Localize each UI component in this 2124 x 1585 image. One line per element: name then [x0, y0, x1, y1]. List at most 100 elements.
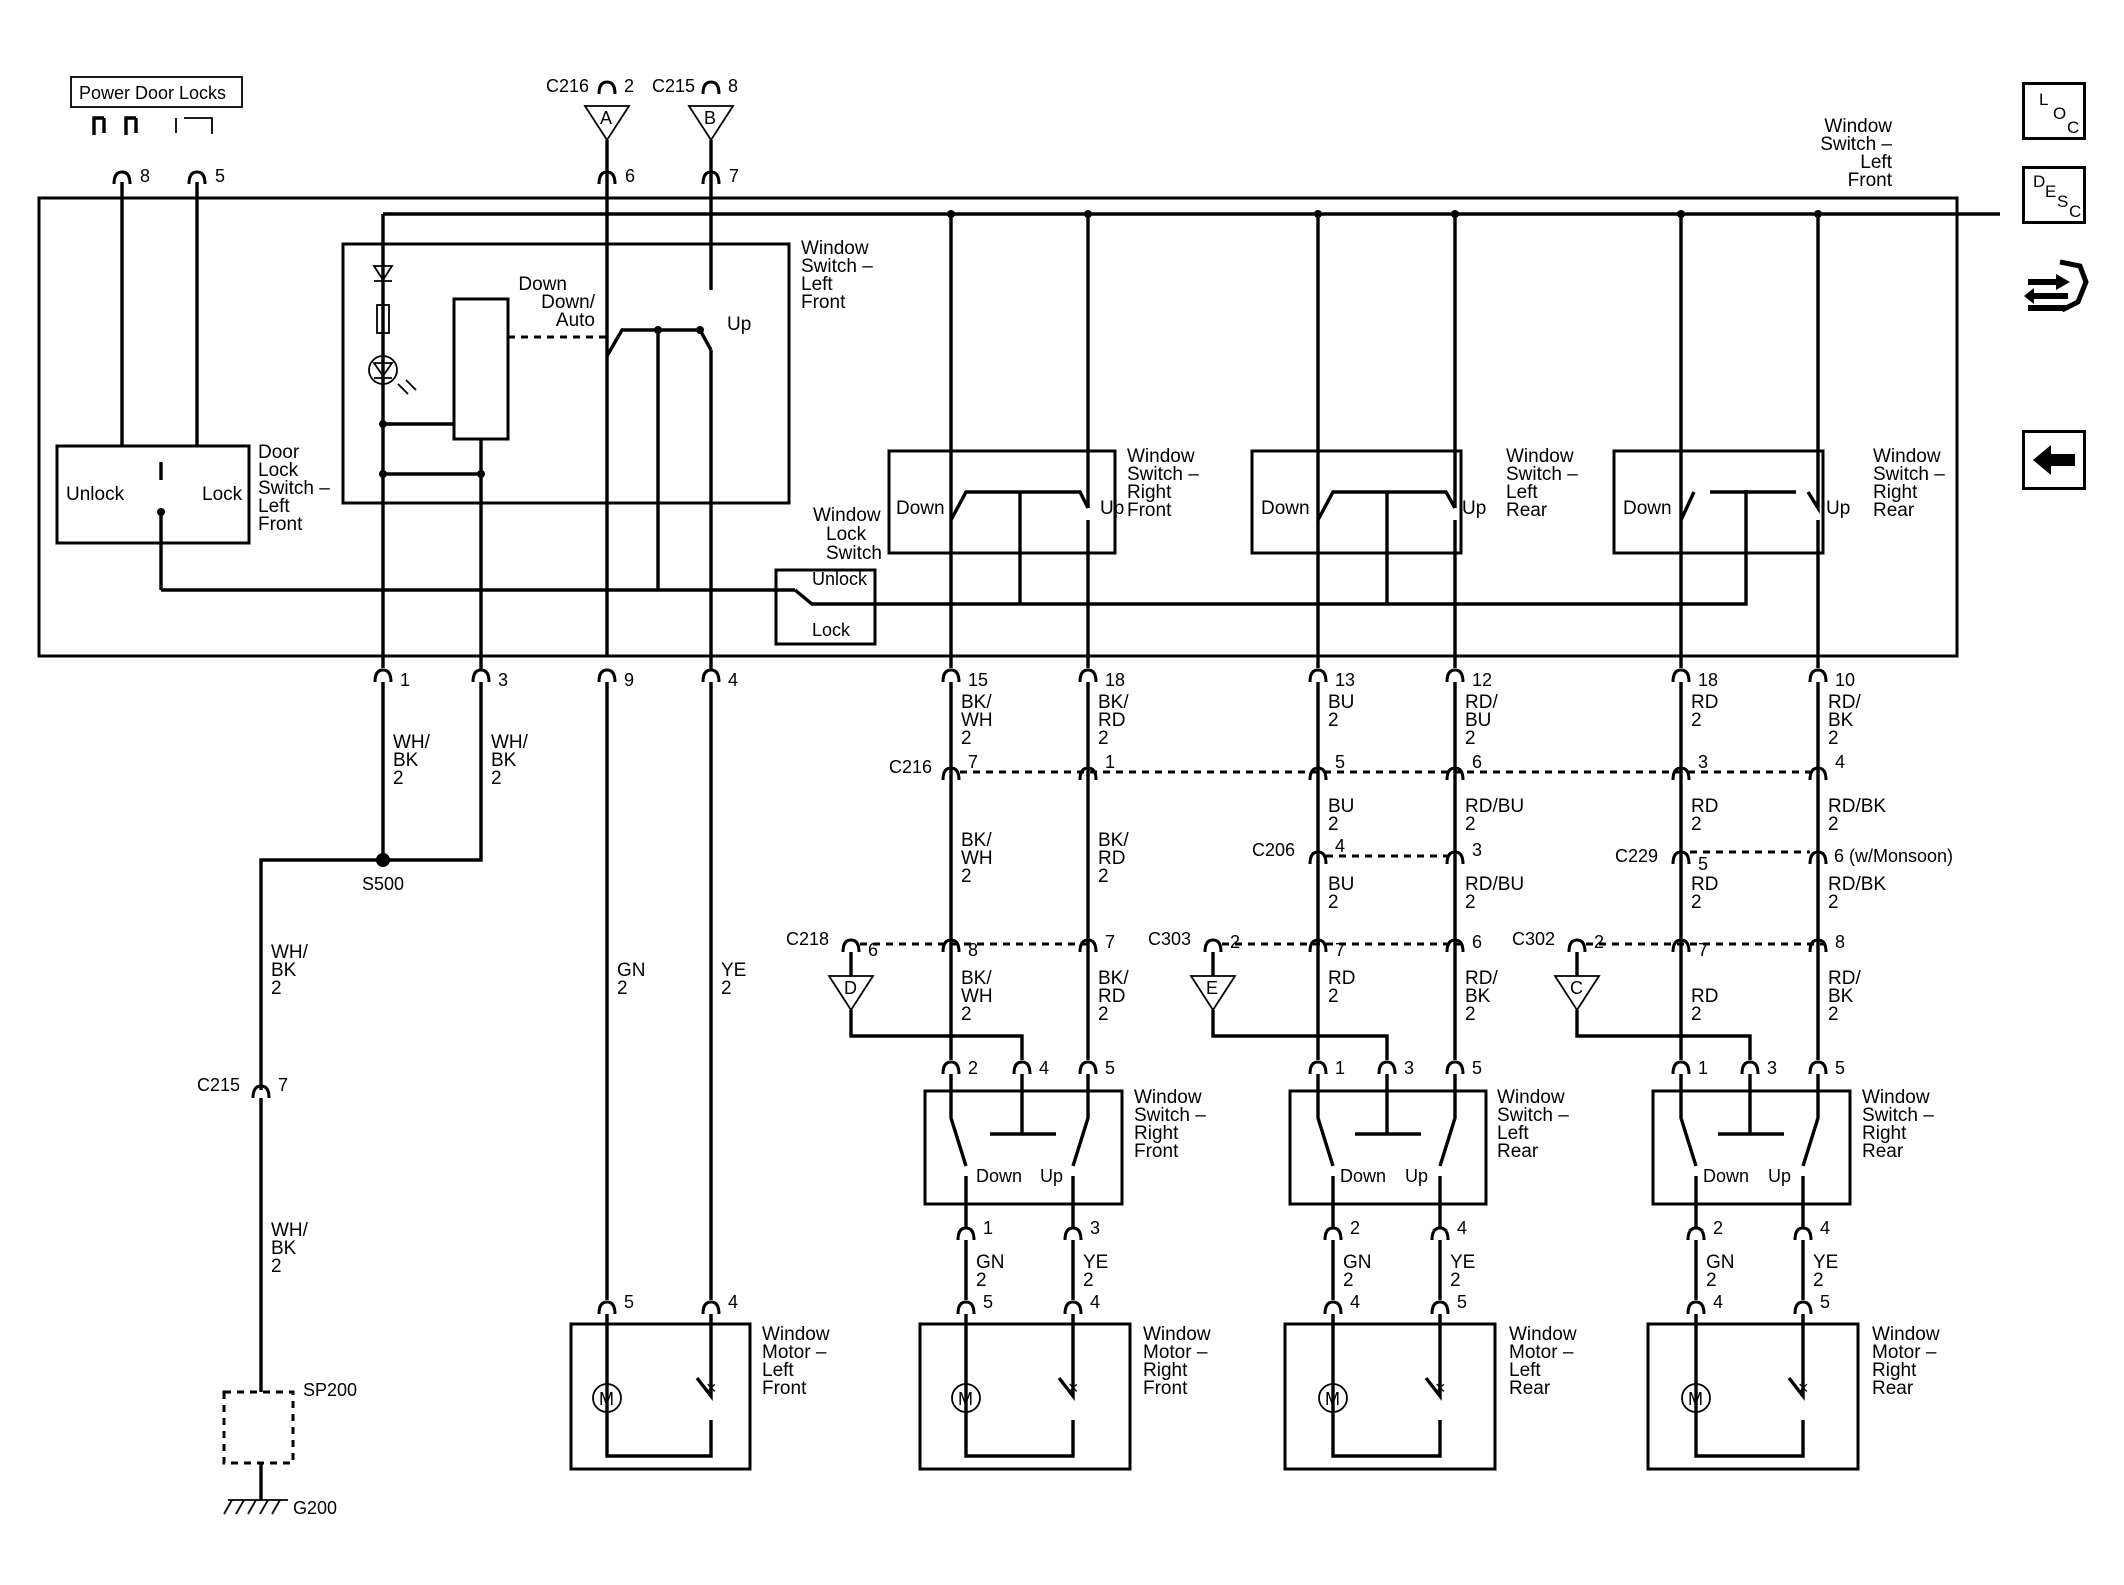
svg-text:Switch –: Switch – — [1506, 464, 1578, 485]
svg-text:RD: RD — [1328, 968, 1355, 989]
c215-inline-b: C215 8 B — [652, 76, 738, 290]
svg-text:C302: C302 — [1512, 929, 1555, 949]
svg-text:WH/: WH/ — [271, 942, 309, 963]
loc-letter: C — [2067, 118, 2080, 137]
svg-text:RD: RD — [1098, 986, 1125, 1007]
svg-text:2: 2 — [1465, 1004, 1476, 1025]
svg-text:Switch –: Switch – — [801, 256, 873, 277]
svg-text:5: 5 — [624, 1292, 634, 1312]
svg-text:M: M — [1688, 1389, 1703, 1409]
c216-connector-row: C216 7 1 5 6 3 4 — [889, 752, 1845, 782]
svg-text:4: 4 — [1039, 1058, 1049, 1078]
svg-text:Right: Right — [1862, 1123, 1907, 1144]
svg-text:Down: Down — [1703, 1166, 1749, 1186]
svg-text:C215: C215 — [197, 1075, 240, 1095]
svg-text:Switch –: Switch – — [1862, 1105, 1934, 1126]
lf-motor-circuit: GN2 YE2 5 4 × M Window Motor – Left Fron… — [569, 682, 830, 1471]
svg-text:YE: YE — [1450, 1252, 1475, 1273]
svg-text:6: 6 — [868, 940, 878, 960]
svg-text:Switch: Switch — [826, 543, 882, 564]
svg-text:Down: Down — [518, 274, 567, 295]
svg-text:2: 2 — [271, 1256, 282, 1277]
svg-text:YE: YE — [1813, 1252, 1838, 1273]
svg-text:Front: Front — [801, 292, 846, 313]
svg-text:M: M — [958, 1389, 973, 1409]
svg-text:2: 2 — [721, 978, 732, 999]
loc-letter: O — [2053, 104, 2067, 123]
window-switch-left-rear-top: Window Switch – Left Rear Down Up — [1250, 210, 1578, 668]
svg-text:6: 6 — [1472, 752, 1482, 772]
svg-text:6: 6 — [1472, 932, 1482, 952]
svg-text:2: 2 — [968, 1058, 978, 1078]
back-button[interactable] — [2022, 430, 2086, 490]
svg-text:RD/BK: RD/BK — [1828, 796, 1886, 817]
svg-text:BK: BK — [491, 750, 517, 771]
schematic-nav-icon[interactable] — [2022, 256, 2090, 326]
svg-text:Up: Up — [1040, 1166, 1063, 1186]
svg-text:M: M — [1325, 1389, 1340, 1409]
svg-text:BK/: BK/ — [1098, 968, 1129, 989]
lr-column: BU2 RD/BU2 BU2 RD/BU2 C206 4 3 BU2 RD/BU… — [1148, 682, 1577, 1471]
svg-text:BK: BK — [393, 750, 419, 771]
svg-text:BK/: BK/ — [1098, 692, 1129, 713]
svg-text:Up: Up — [1100, 498, 1124, 519]
svg-text:Front: Front — [1848, 170, 1893, 191]
svg-text:Right: Right — [1134, 1123, 1179, 1144]
svg-text:7: 7 — [968, 752, 978, 772]
svg-text:WH: WH — [961, 848, 993, 869]
svg-text:Rear: Rear — [1862, 1141, 1904, 1162]
svg-text:Window: Window — [1862, 1087, 1930, 1108]
svg-text:Motor –: Motor – — [1509, 1342, 1574, 1363]
svg-text:YE: YE — [721, 960, 746, 981]
svg-text:4: 4 — [1350, 1292, 1360, 1312]
svg-text:2: 2 — [1813, 1270, 1824, 1291]
svg-text:Motor –: Motor – — [1872, 1342, 1937, 1363]
svg-text:1: 1 — [1105, 752, 1115, 772]
svg-text:2: 2 — [1328, 986, 1339, 1007]
svg-text:5: 5 — [1698, 854, 1708, 874]
svg-text:Motor –: Motor – — [762, 1342, 827, 1363]
svg-text:Window: Window — [801, 238, 869, 259]
svg-text:4: 4 — [1820, 1218, 1830, 1238]
svg-text:RD/: RD/ — [1828, 692, 1861, 713]
svg-text:5: 5 — [1457, 1292, 1467, 1312]
housing-bottom-pins: 1 3 9 4 15 18 13 12 18 10 — [373, 668, 1855, 690]
svg-text:15: 15 — [968, 670, 988, 690]
svg-text:2: 2 — [1465, 728, 1476, 749]
svg-text:Down: Down — [896, 498, 945, 519]
svg-text:WH: WH — [961, 710, 993, 731]
desc-button[interactable]: D E S C — [2022, 166, 2086, 224]
svg-text:C303: C303 — [1148, 929, 1191, 949]
svg-text:RD: RD — [1691, 986, 1718, 1007]
svg-text:Door: Door — [258, 442, 300, 463]
svg-text:2: 2 — [961, 1004, 972, 1025]
svg-text:1: 1 — [983, 1218, 993, 1238]
svg-text:WH/: WH/ — [393, 732, 431, 753]
svg-text:2: 2 — [1828, 1004, 1839, 1025]
svg-text:8: 8 — [1835, 932, 1845, 952]
svg-text:Window: Window — [762, 1324, 830, 1345]
svg-text:2: 2 — [617, 978, 628, 999]
svg-text:WH/: WH/ — [271, 1220, 309, 1241]
svg-text:5: 5 — [1335, 752, 1345, 772]
svg-text:E: E — [1206, 978, 1218, 998]
back-arrow-icon — [2033, 445, 2075, 475]
svg-text:Rear: Rear — [1509, 1378, 1551, 1399]
svg-text:RD/: RD/ — [1465, 692, 1498, 713]
svg-text:2: 2 — [1691, 892, 1702, 913]
svg-text:12: 12 — [1472, 670, 1492, 690]
desc-letter: E — [2045, 182, 2057, 201]
svg-text:Right: Right — [1872, 1360, 1917, 1381]
svg-text:BK: BK — [1828, 710, 1854, 731]
svg-text:Switch –: Switch – — [1497, 1105, 1569, 1126]
svg-text:3: 3 — [1472, 840, 1482, 860]
svg-text:4: 4 — [1090, 1292, 1100, 1312]
svg-text:3: 3 — [1404, 1058, 1414, 1078]
door-lock-switch-left-front: Unlock Lock Door Lock Switch – Left Fron… — [55, 442, 776, 592]
svg-text:BU: BU — [1328, 692, 1354, 713]
loc-button[interactable]: L O C — [2022, 82, 2086, 140]
svg-text:Left: Left — [1506, 482, 1538, 503]
svg-text:Up: Up — [727, 314, 751, 335]
svg-text:Window: Window — [1824, 116, 1892, 137]
